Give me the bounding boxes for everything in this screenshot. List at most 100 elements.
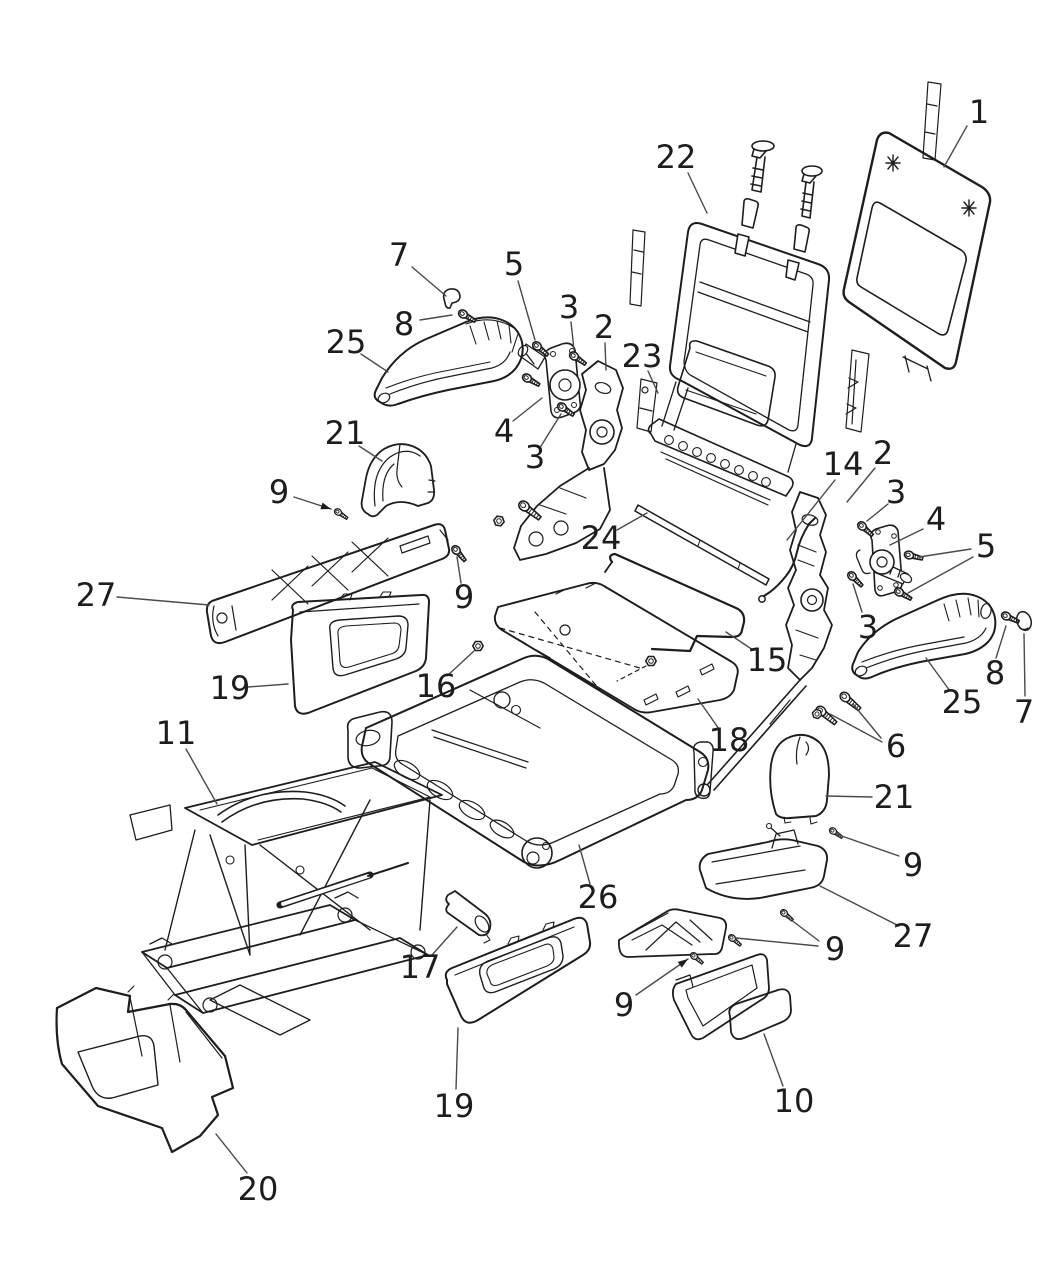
callout-4-16: 4 — [926, 500, 946, 538]
callout-3-4: 3 — [559, 288, 579, 326]
callout-2-5: 2 — [594, 308, 614, 346]
callout-21-31: 21 — [874, 778, 915, 816]
part-trim-right — [618, 822, 829, 958]
nut — [644, 655, 658, 667]
part-seat-pan — [493, 581, 739, 714]
callout-27-34: 27 — [893, 917, 934, 955]
callout-5-3: 5 — [504, 245, 524, 283]
leader-line — [852, 583, 863, 613]
part-trim-pad — [728, 988, 792, 1041]
callout-19-23: 19 — [210, 669, 251, 707]
callout-9-37: 9 — [614, 986, 634, 1024]
callout-9-35: 9 — [825, 930, 845, 968]
leader-line — [517, 280, 536, 341]
anchor-icon — [961, 199, 977, 217]
part-armrest-cap-right — [769, 733, 845, 841]
leader-line — [1023, 633, 1026, 697]
callout-8-25: 8 — [985, 654, 1005, 692]
leader-line — [540, 413, 562, 447]
latch-strip — [922, 81, 942, 161]
callout-25-7: 25 — [326, 323, 367, 361]
part-recliner-right — [697, 491, 833, 797]
part-trim-frame — [671, 950, 770, 1041]
leader-line — [456, 556, 462, 584]
leader-line — [647, 370, 659, 394]
callout-19-39: 19 — [434, 1087, 475, 1125]
part-rod — [634, 504, 770, 586]
leader-line — [419, 314, 453, 321]
leader-arrowhead — [677, 959, 688, 968]
latch-strip — [636, 378, 658, 433]
callout-9-12: 9 — [269, 473, 289, 511]
leader-line — [763, 1033, 784, 1087]
part-seat-frame — [346, 654, 714, 869]
leader-line — [925, 657, 951, 692]
callout-22-1: 22 — [656, 138, 697, 176]
plug — [1015, 610, 1033, 632]
leader-line — [918, 548, 972, 558]
leader-line — [431, 926, 458, 956]
leader-line — [411, 266, 447, 297]
leader-line — [835, 833, 900, 857]
part-back-frame — [629, 81, 942, 506]
leader-line — [578, 844, 591, 885]
callout-3-15: 3 — [886, 473, 906, 511]
headrest-sleeve — [734, 198, 759, 257]
callout-6-30: 6 — [886, 727, 906, 765]
part-recliner-left — [492, 360, 624, 561]
part-border-wire — [604, 552, 746, 653]
leader-line — [360, 353, 389, 373]
leader-line — [846, 467, 876, 503]
callout-27-19: 27 — [76, 576, 117, 614]
part-side-shield-left — [290, 591, 485, 715]
leader-line — [512, 397, 543, 422]
callout-24-18: 24 — [581, 519, 622, 557]
leader-line — [687, 172, 708, 214]
nut — [471, 640, 485, 652]
callout-14-13: 14 — [823, 445, 864, 483]
headrest-bolt — [800, 165, 823, 219]
part-seat-adjuster — [129, 761, 443, 1036]
leader-line — [215, 1133, 248, 1174]
leader-line — [247, 683, 289, 688]
leader-line — [943, 125, 968, 168]
callout-3-21: 3 — [858, 608, 878, 646]
callout-10-38: 10 — [774, 1082, 815, 1120]
leader-line — [455, 1027, 459, 1090]
callout-7-2: 7 — [389, 236, 409, 274]
callout-4-10: 4 — [494, 412, 514, 450]
leader-line — [995, 625, 1007, 659]
leader-line — [889, 528, 924, 546]
latch-strip — [845, 349, 870, 433]
leader-line — [570, 321, 575, 351]
leader-line — [446, 650, 475, 677]
leader-line — [725, 631, 754, 651]
leader-line — [907, 556, 974, 594]
part-side-shield-front — [444, 916, 592, 1024]
part-latch-wire — [758, 517, 816, 603]
leader-line — [116, 596, 210, 606]
leader-line — [697, 698, 720, 730]
callout-25-26: 25 — [942, 683, 983, 721]
latch-strip — [629, 229, 646, 307]
part-armrest-cap-left — [332, 443, 436, 522]
callout-20-40: 20 — [238, 1170, 279, 1208]
callout-8-6: 8 — [394, 305, 414, 343]
callout-17-36: 17 — [400, 948, 441, 986]
anchor-icon — [885, 154, 901, 172]
leader-line — [786, 479, 836, 541]
callout-23-8: 23 — [622, 337, 663, 375]
leader-line — [825, 795, 873, 798]
callout-18-29: 18 — [709, 721, 750, 759]
callout-16-24: 16 — [416, 667, 457, 705]
leader-line — [866, 503, 889, 522]
leader-line — [829, 713, 883, 743]
callout-21-9: 21 — [325, 414, 366, 452]
callout-3-11: 3 — [525, 438, 545, 476]
leader-line — [852, 703, 882, 739]
headrest-bolt — [750, 140, 775, 193]
leader-arrowhead — [320, 502, 331, 510]
